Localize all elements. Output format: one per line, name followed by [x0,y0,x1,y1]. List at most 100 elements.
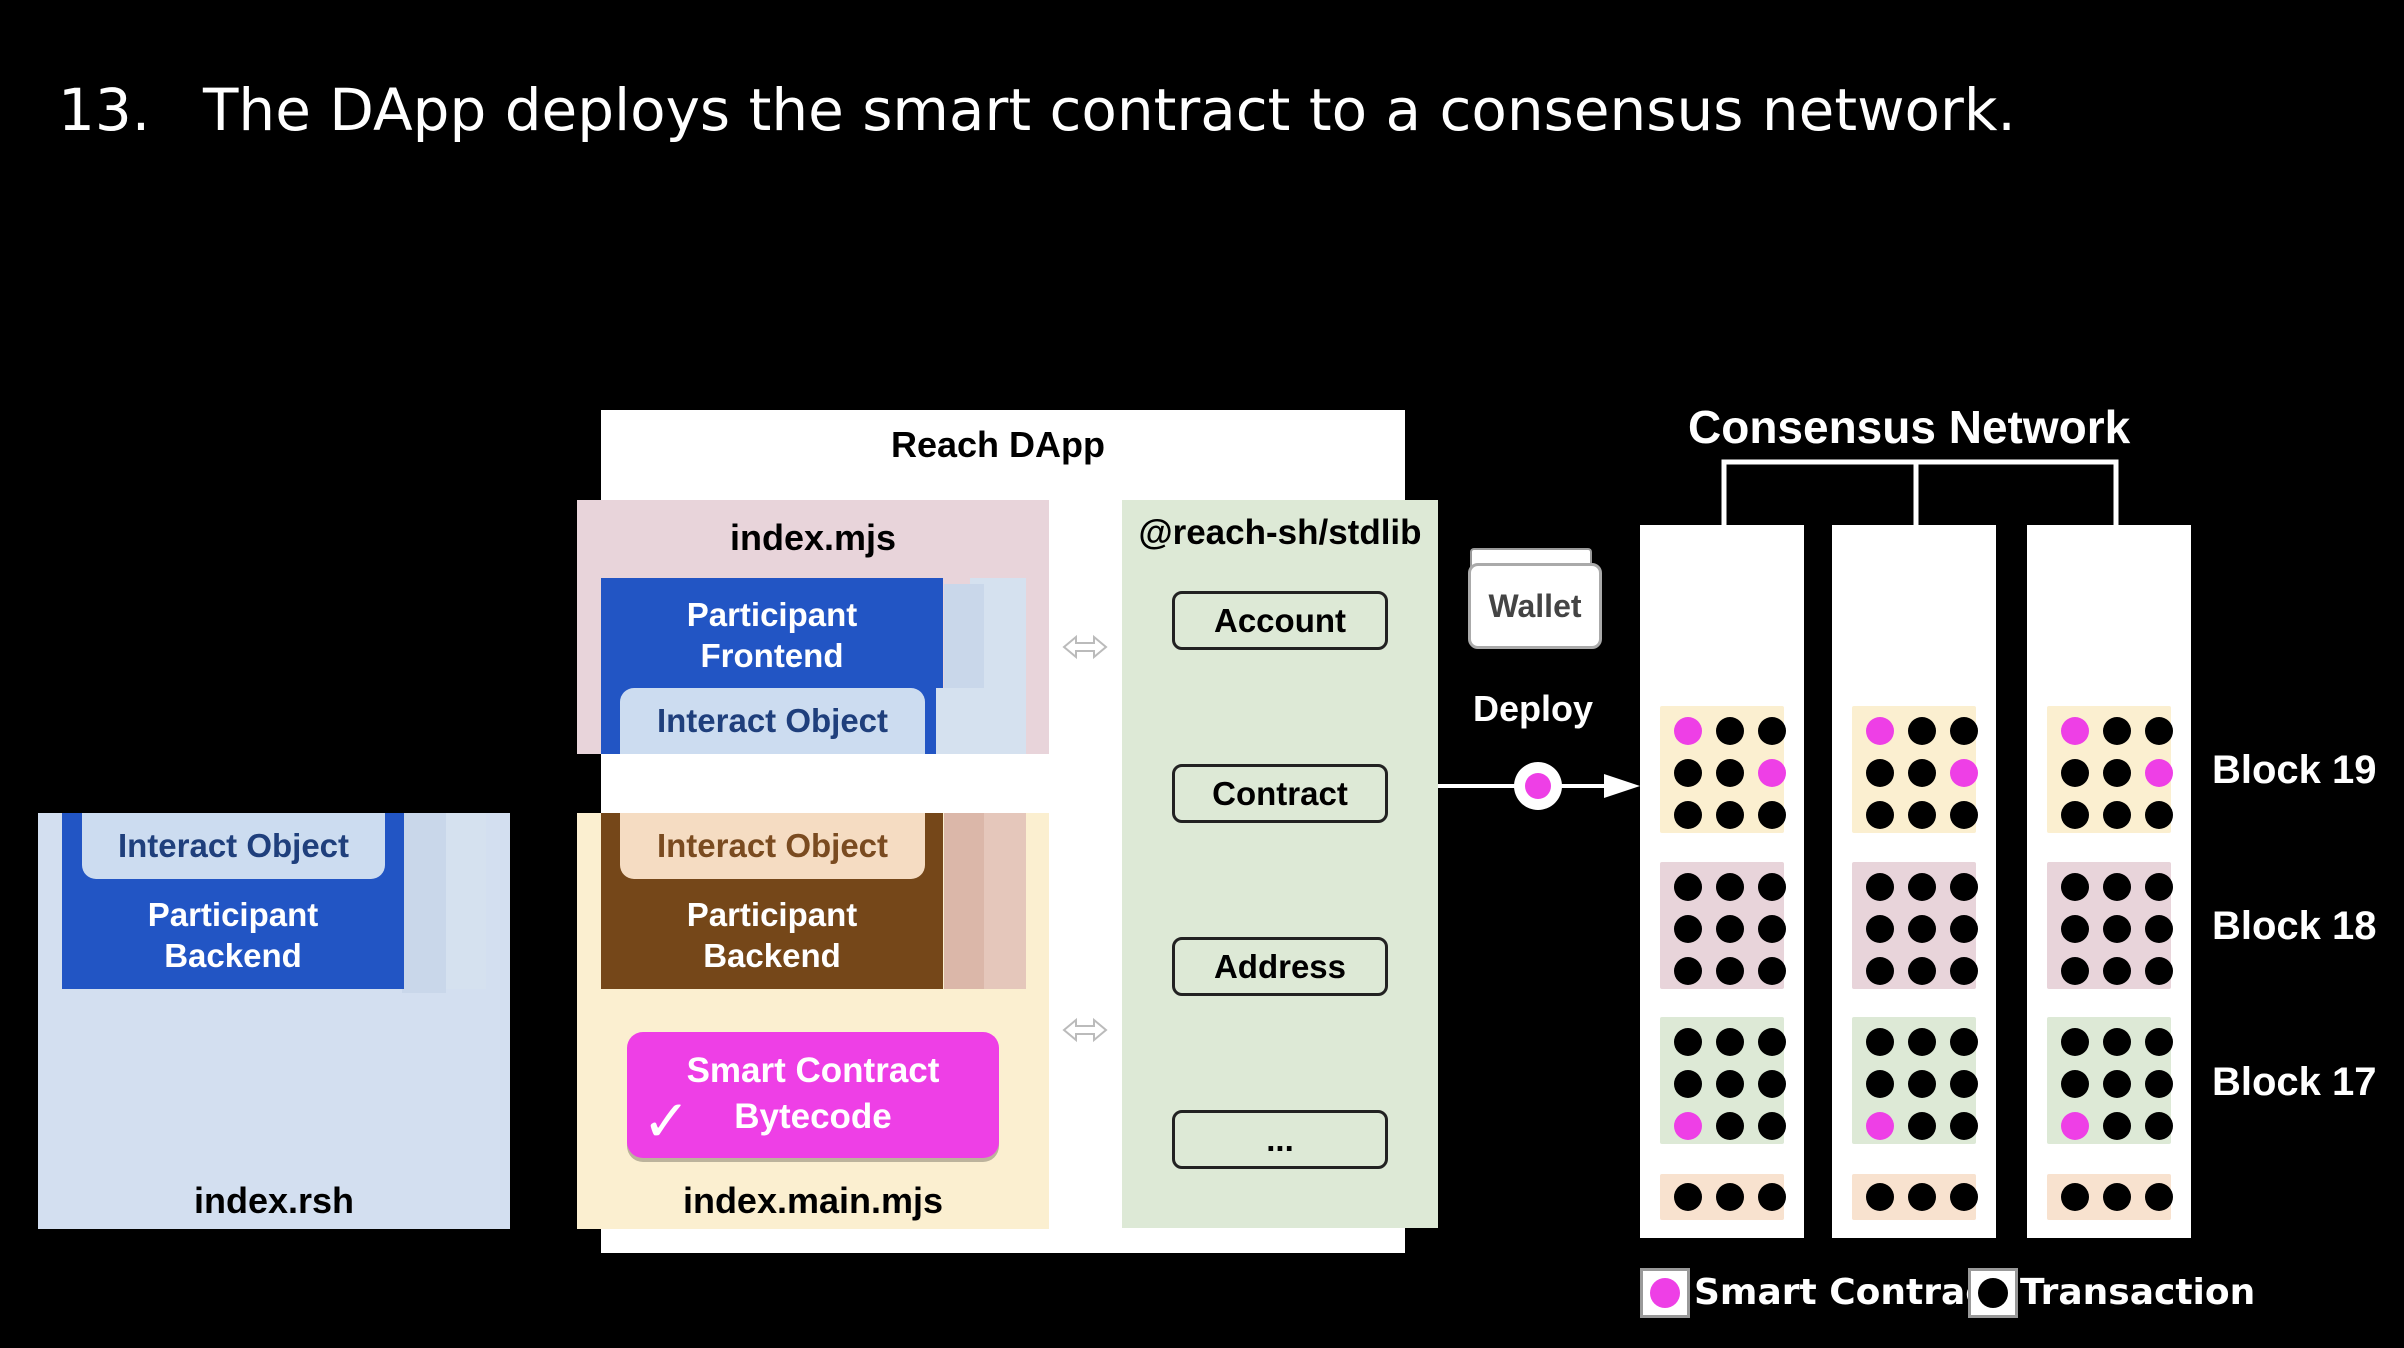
transaction-dot [1674,1028,1702,1056]
transaction-dot [1674,1070,1702,1098]
transaction-dot [2103,1028,2131,1056]
transaction-dot [2145,873,2173,901]
transaction-dot [1674,915,1702,943]
transaction-dot [2061,1183,2089,1211]
index-rsh-label: index.rsh [193,1180,355,1221]
transaction-dot [1950,1112,1978,1140]
transaction-dot [2145,801,2173,829]
index-mjs-interact-object: Interact Object [620,688,925,754]
participant-frontend-label: Participant Frontend [601,590,943,680]
block-18-label: Block 18 [2212,904,2377,948]
transaction-dot [1866,1028,1894,1056]
legend-transaction-label: Transaction [2020,1272,2256,1313]
transaction-dot [2145,717,2173,745]
block-19-label: Block 19 [2212,748,2377,792]
transaction-dot [1716,915,1744,943]
transaction-dot [1908,801,1936,829]
transaction-dot [2061,1028,2089,1056]
smart-contract-dot [1758,759,1786,787]
transaction-dot [1758,873,1786,901]
index-mjs-label: index.mjs [729,517,897,558]
transaction-dot [1908,1070,1936,1098]
transaction-dot [1866,759,1894,787]
transaction-dot [1758,915,1786,943]
transaction-dot [2145,1112,2173,1140]
transaction-dot [1716,1183,1744,1211]
transaction-dot [2145,957,2173,985]
transaction-dot [2103,759,2131,787]
transaction-dot [1716,1070,1744,1098]
stdlib-label: @reach-sh/stdlib [1138,513,1422,552]
index-rsh-stack-ghost [402,813,446,993]
index-main-mjs-label: index.main.mjs [682,1180,944,1221]
smart-contract-dot [1950,759,1978,787]
transaction-dot [1674,759,1702,787]
transaction-dot [2103,1112,2131,1140]
transaction-dot [1908,873,1936,901]
smart-contract-dot [2061,1112,2089,1140]
transaction-dot [1674,801,1702,829]
transaction-dot [1716,759,1744,787]
transaction-dot [1908,759,1936,787]
transaction-dot [1758,801,1786,829]
index-rsh-participant-backend-label: Participant Backend [62,890,404,980]
transaction-dot [2061,801,2089,829]
transaction-dot [2061,759,2089,787]
transaction-dot [1908,717,1936,745]
transaction-dot [1908,1028,1936,1056]
transaction-dot [1674,957,1702,985]
double-arrow-icon [1062,634,1108,660]
transaction-dot [1866,801,1894,829]
transaction-dot [1950,1070,1978,1098]
transaction-dot [2061,957,2089,985]
transaction-dot [1716,801,1744,829]
smart-contract-bytecode-label: Smart Contract Bytecode [686,1051,940,1136]
transaction-dot [1866,1070,1894,1098]
stdlib-address: Address [1172,937,1388,996]
transaction-dot [2145,915,2173,943]
index-mjs-interact-ghost [936,688,1002,754]
legend-smart-contract-label: Smart Contract [1694,1272,2004,1313]
stdlib-account: Account [1172,591,1388,650]
transaction-dot [2103,717,2131,745]
reach-dapp-label: Reach DApp [890,424,1106,465]
transaction-dot [2103,873,2131,901]
transaction-dot [1950,1183,1978,1211]
smart-contract-dot [2145,759,2173,787]
transaction-dot [1950,717,1978,745]
network-connector [1721,459,2119,526]
transaction-dot [1674,1183,1702,1211]
smart-contract-dot [2061,717,2089,745]
transaction-dot [1950,873,1978,901]
slide-title-text: The DApp deploys the smart contract to a… [203,76,2016,144]
transaction-dot [1716,1112,1744,1140]
transaction-dot [2145,1183,2173,1211]
transaction-dot [1908,957,1936,985]
transaction-dot [1674,873,1702,901]
deploy-arrow [1438,762,1640,810]
consensus-network-label: Consensus Network [1688,401,2131,453]
transaction-dot [1716,1028,1744,1056]
transaction-dot [1950,957,1978,985]
legend-transaction-dot [1978,1278,2008,1308]
smart-contract-dot [1866,717,1894,745]
transaction-dot [2145,1070,2173,1098]
transaction-dot [2061,915,2089,943]
transaction-dot [1866,915,1894,943]
transaction-dot [1866,873,1894,901]
transaction-dot [1950,1028,1978,1056]
slide-number: 13. [58,76,151,144]
index-main-participant-backend-label: Participant Backend [601,890,943,980]
transaction-dot [1758,1183,1786,1211]
transaction-dot [1950,801,1978,829]
smart-contract-bytecode [627,1032,999,1158]
stdlib-more: ... [1172,1110,1388,1169]
transaction-dot [1758,717,1786,745]
index-rsh-interact-object: Interact Object [82,813,385,879]
block-17-label: Block 17 [2212,1060,2377,1104]
deploy-label: Deploy [1473,688,1594,729]
transaction-dot [1758,1112,1786,1140]
index-main-stack-ghost [944,813,984,989]
transaction-dot [2103,1070,2131,1098]
transaction-dot [1716,873,1744,901]
